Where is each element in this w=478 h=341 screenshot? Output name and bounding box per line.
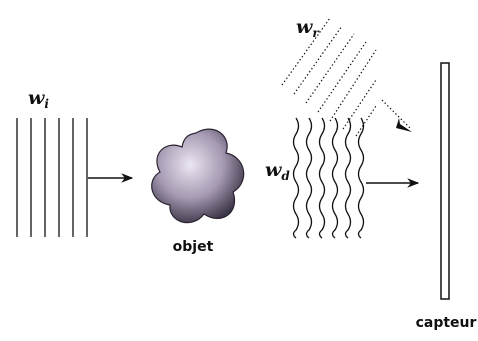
diffracted-front: [305, 117, 313, 239]
reference-front: [281, 17, 331, 86]
diffracted-front: [357, 117, 365, 239]
reference-front: [293, 25, 343, 95]
incident-wave-fronts: [16, 118, 88, 237]
sensor-label: capteur: [416, 315, 477, 331]
object-label: objet: [173, 239, 214, 255]
diffracted-front: [318, 117, 326, 239]
incident-wave-label: wi: [28, 87, 49, 111]
reference-wave-fronts: [281, 17, 377, 137]
object-shape: [151, 128, 245, 224]
reference-direction-line: [381, 99, 411, 129]
sensor-plate: [440, 62, 450, 300]
reference-wave-label: wr: [296, 16, 320, 40]
reference-front: [317, 41, 367, 113]
diffracted-wave-label: wd: [265, 159, 290, 183]
reference-front: [342, 79, 377, 130]
diffracted-front: [331, 117, 339, 239]
diffracted-front: [344, 117, 352, 239]
reference-front: [329, 49, 377, 122]
diffracted-front: [292, 117, 300, 239]
diffracted-wave-fronts: [292, 117, 365, 239]
reference-front: [355, 105, 377, 137]
reference-front: [305, 33, 355, 104]
reference-direction-arrowhead: [396, 118, 412, 132]
